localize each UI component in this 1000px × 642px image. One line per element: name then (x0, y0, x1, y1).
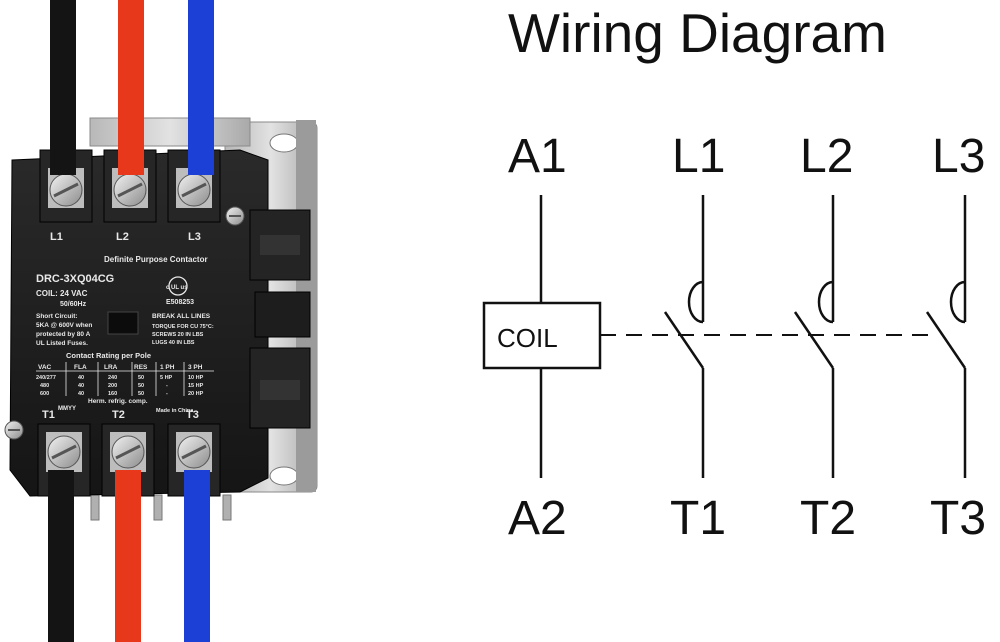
torque-1: TORQUE FOR CU 75°C: (152, 324, 214, 330)
wire-blue-top (188, 0, 214, 175)
mmyy-code: MMYY (58, 406, 76, 412)
table-cell: 40 (78, 391, 84, 397)
indicator-window (107, 311, 139, 335)
label-t1: T1 (670, 492, 726, 545)
torque-2: SCREWS 20 IN LBS (152, 332, 204, 338)
rating-title: Contact Rating per Pole (66, 351, 151, 360)
table-cell: - (166, 383, 168, 389)
table-cell: 240 (108, 375, 117, 381)
short-circuit-1: Short Circuit: (36, 313, 78, 320)
terminal-label-t3: T3 (186, 409, 199, 421)
table-header: RES (134, 364, 148, 371)
wiring-diagram (482, 195, 967, 478)
torque-3: LUGS 40 IN LBS (152, 340, 195, 346)
table-header: FLA (74, 364, 87, 371)
table-cell: 600 (40, 391, 49, 397)
terminal-label-l1: L1 (50, 231, 63, 243)
file-number: E508253 (166, 299, 194, 306)
wire-black-bottom (48, 470, 74, 642)
table-header: VAC (38, 364, 52, 371)
table-cell: 10 HP (188, 375, 204, 381)
wire-blue-bottom (184, 470, 210, 642)
contactor-label: Definite Purpose Contactor DRC-3XQ04CG C… (36, 255, 214, 414)
wire-red-bottom (115, 470, 141, 642)
short-circuit-4: UL Listed Fuses. (36, 340, 88, 347)
table-cell: 15 HP (188, 383, 204, 389)
table-cell: 20 HP (188, 391, 204, 397)
short-circuit-3: protected by 80 A (36, 331, 91, 338)
terminal-label-l3: L3 (188, 231, 201, 243)
label-t2: T2 (800, 492, 856, 545)
herm-note: Herm. refrig. comp. (88, 398, 148, 405)
table-cell: 50 (138, 391, 144, 397)
table-header: LRA (104, 364, 118, 371)
table-cell: 50 (138, 383, 144, 389)
label-t3: T3 (930, 492, 986, 545)
label-a2: A2 (508, 492, 567, 545)
table-cell: 5 HP (160, 375, 173, 381)
table-cell: 200 (108, 383, 117, 389)
coil-label: COIL (497, 323, 558, 353)
label-l2: L2 (800, 130, 853, 183)
label-l1: L1 (672, 130, 725, 183)
table-cell: 240/277 (36, 375, 56, 381)
label-a1: A1 (508, 130, 567, 183)
ul-logo-icon (168, 276, 188, 296)
terminal-label-l2: L2 (116, 231, 129, 243)
pole-2 (793, 195, 835, 478)
short-circuit-2: 5KA @ 600V when (36, 322, 92, 329)
contactor-coil-spec: COIL: 24 VAC (36, 289, 88, 298)
break-all-lines: BREAK ALL LINES (152, 313, 211, 320)
table-cell: 40 (78, 375, 84, 381)
wire-black-top (50, 0, 76, 175)
side-blocks (249, 209, 311, 429)
table-cell: 40 (78, 383, 84, 389)
table-cell: 50 (138, 375, 144, 381)
pole-1 (663, 195, 705, 478)
contactor-heading: Definite Purpose Contactor (104, 255, 208, 264)
made-in: Made in China (156, 408, 194, 414)
pole-3 (925, 195, 967, 478)
contactor-body (9, 149, 269, 497)
terminal-labels: L1 L2 L3 T1 T2 T3 (42, 231, 201, 421)
terminal-label-t1: T1 (42, 409, 55, 421)
table-header: 1 PH (160, 364, 175, 371)
table-cell: 160 (108, 391, 117, 397)
wire-red-top (118, 0, 144, 175)
label-l3: L3 (932, 130, 985, 183)
contactor-photo: L1 L2 L3 T1 T2 T3 Definite Purpose Conta… (4, 0, 318, 642)
contactor-model: DRC-3XQ04CG (36, 273, 114, 285)
terminal-label-t2: T2 (112, 409, 125, 421)
table-cell: - (166, 391, 168, 397)
ul-mark: c UL us (166, 285, 188, 291)
diagram-title: Wiring Diagram (508, 2, 887, 64)
table-cell: 480 (40, 383, 49, 389)
side-screws (4, 206, 245, 440)
bottom-terminals (37, 423, 221, 497)
table-header: 3 PH (188, 364, 203, 371)
wires (48, 0, 214, 642)
rating-table: VAC FLA LRA RES 1 PH 3 PH 240/277 40 240… (36, 362, 214, 397)
diagram-labels: COIL A1 A2 L1 L2 L3 T1 T2 T3 (497, 130, 986, 545)
contactor-frequency: 50/60Hz (60, 301, 87, 308)
